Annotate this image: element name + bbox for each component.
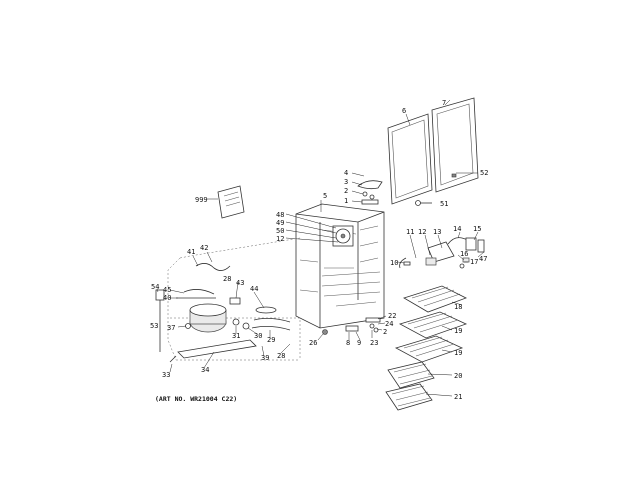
callout-4: 4 <box>344 169 348 177</box>
top-hinge <box>357 180 383 205</box>
callout-23: 23 <box>370 339 378 347</box>
callout-28: 28 <box>223 275 231 283</box>
door-pin <box>415 200 432 206</box>
callout-13: 13 <box>433 228 441 236</box>
callout-12: 12 <box>418 228 426 236</box>
bottom-hinge-parts <box>322 317 381 335</box>
callout-39: 39 <box>261 354 269 362</box>
callout-54: 54 <box>151 283 159 291</box>
callout-18: 18 <box>454 303 462 311</box>
cabinet <box>295 203 385 329</box>
sealed-system <box>155 237 301 363</box>
callout-20: 20 <box>454 372 462 380</box>
callout-52: 52 <box>480 169 488 177</box>
callout-24: 24 <box>385 320 393 328</box>
callout-17: 17 <box>470 258 478 266</box>
callout-37: 37 <box>167 324 175 332</box>
control-housing <box>399 237 485 269</box>
callout-999: 999 <box>195 196 208 204</box>
callout-3: 3 <box>344 178 348 186</box>
callout-48: 48 <box>276 211 284 219</box>
callout-5: 5 <box>323 192 327 200</box>
callout-19-lower: 19 <box>454 349 462 357</box>
callout-8: 8 <box>346 339 350 347</box>
label-card <box>217 185 245 219</box>
callout-29: 29 <box>267 336 275 344</box>
callout-10: 10 <box>390 259 398 267</box>
callout-11: 11 <box>406 228 414 236</box>
callout-49: 49 <box>276 219 284 227</box>
callout-1: 1 <box>344 197 348 205</box>
shelf-19b <box>394 335 464 363</box>
callout-47: 47 <box>479 255 487 263</box>
door-gasket <box>387 113 433 205</box>
callout-26: 26 <box>309 339 317 347</box>
callout-2: 2 <box>344 187 348 195</box>
fan-assembly <box>332 225 354 247</box>
shelf-18 <box>403 285 468 313</box>
callout-22: 22 <box>388 312 396 320</box>
shelf-19a <box>398 311 468 339</box>
callout-34: 34 <box>201 366 209 374</box>
callout-40: 40 <box>163 294 171 302</box>
shelf-21 <box>385 383 433 411</box>
callout-15: 15 <box>473 225 481 233</box>
door-panel <box>431 97 479 193</box>
callout-21: 21 <box>454 393 462 401</box>
callout-33: 33 <box>162 371 170 379</box>
callout-6: 6 <box>402 107 406 115</box>
callout-42: 42 <box>200 244 208 252</box>
callout-51: 51 <box>440 200 448 208</box>
callout-7: 7 <box>442 99 446 107</box>
callout-41: 41 <box>187 248 195 256</box>
callout-12-fan: 12 <box>276 235 284 243</box>
callout-45: 45 <box>163 286 171 294</box>
callout-53: 53 <box>150 322 158 330</box>
callout-19: 19 <box>454 327 462 335</box>
callout-14: 14 <box>453 225 461 233</box>
art-number: (ART NO. WR21004 C22) <box>155 395 237 403</box>
callout-44: 44 <box>250 285 258 293</box>
callout-50: 50 <box>276 227 284 235</box>
callout-30: 30 <box>254 332 262 340</box>
callout-28-lower: 28 <box>277 352 285 360</box>
callout-2-lower: 2 <box>383 328 387 336</box>
shelf-20 <box>387 361 435 389</box>
callout-16: 16 <box>460 250 468 258</box>
callout-9: 9 <box>357 339 361 347</box>
callout-31: 31 <box>232 332 240 340</box>
callout-43: 43 <box>236 279 244 287</box>
